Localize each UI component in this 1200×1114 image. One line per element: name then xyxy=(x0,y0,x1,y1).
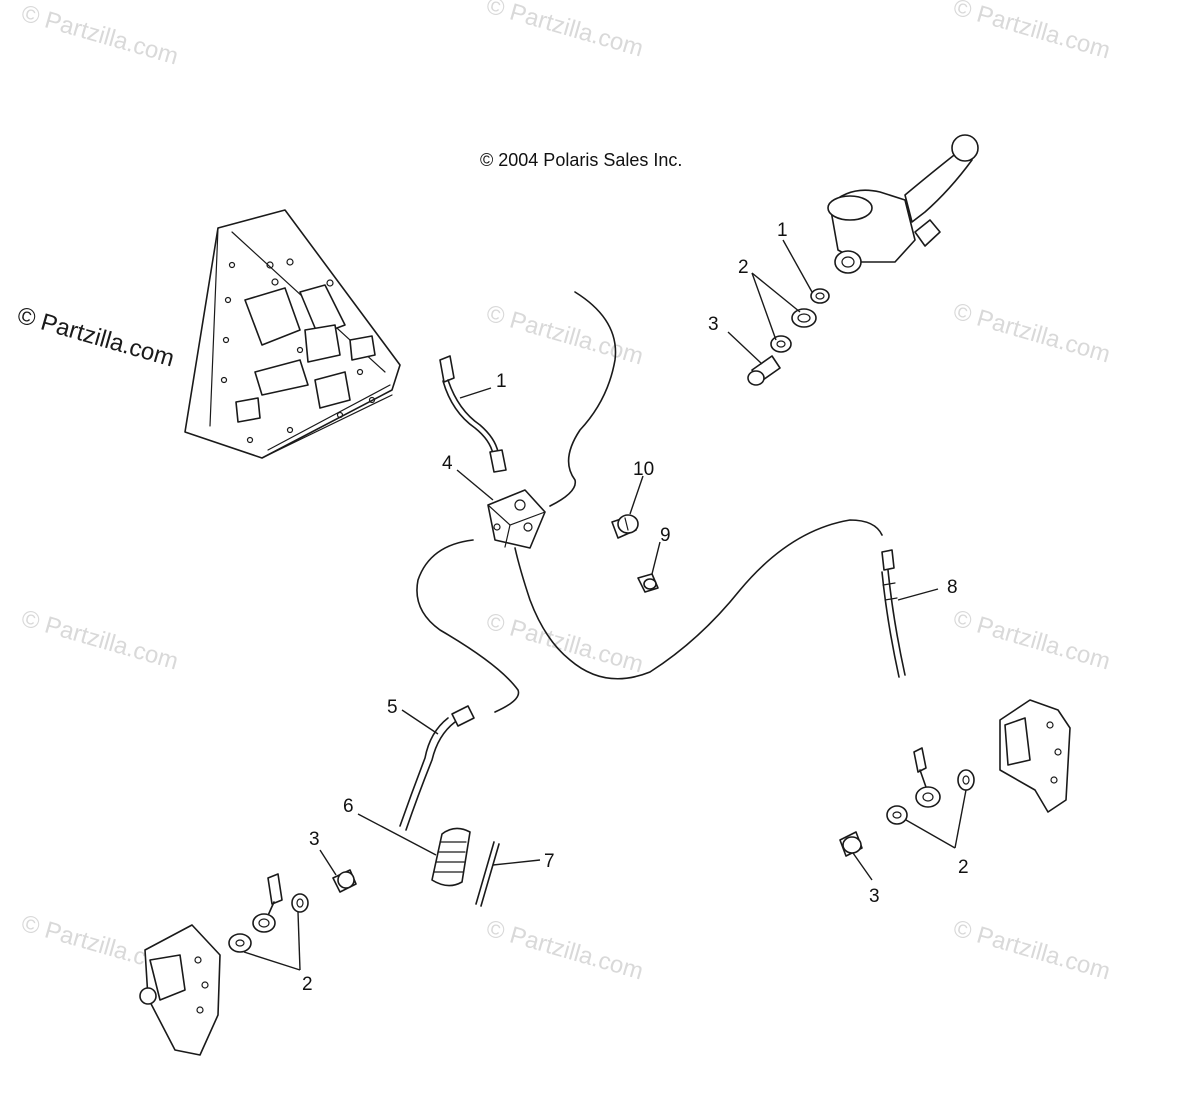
watermark: © Partzilla.com xyxy=(483,0,646,62)
front-hose xyxy=(399,705,475,831)
callout-numbers: 1 2 3 1 4 10 9 8 5 6 7 3 2 2 3 xyxy=(302,220,969,995)
junction-block xyxy=(487,489,546,549)
watermark: © Partzilla.com xyxy=(18,605,181,676)
watermark: © Partzilla.com xyxy=(950,605,1113,676)
watermark-primary: © Partzilla.com xyxy=(14,302,177,373)
callout-master-cyl-3: 3 xyxy=(708,314,719,335)
callout-upper-line-1: 1 xyxy=(496,371,507,392)
frame-bulkhead xyxy=(184,209,401,459)
watermark: © Partzilla.com xyxy=(950,298,1113,369)
brake-hoses xyxy=(416,291,883,713)
watermark: © Partzilla.com xyxy=(483,608,646,679)
rear-hose xyxy=(881,549,906,678)
spring xyxy=(431,827,471,887)
callout-master-cyl-1: 1 xyxy=(777,220,788,241)
callout-bleeder-10: 10 xyxy=(633,459,654,480)
pin xyxy=(475,841,500,907)
callout-hose-8: 8 xyxy=(947,577,958,598)
master-cylinder xyxy=(827,134,979,274)
callout-pin-7: 7 xyxy=(544,851,555,872)
left-caliper xyxy=(139,869,357,1056)
callout-bleeder-9: 9 xyxy=(660,525,671,546)
callout-master-cyl-2: 2 xyxy=(738,257,749,278)
callout-left-caliper-3: 3 xyxy=(309,829,320,850)
callout-left-caliper-2: 2 xyxy=(302,974,313,995)
bleeder-valves xyxy=(611,514,659,593)
upper-brake-line xyxy=(439,355,507,473)
watermarks: © Partzilla.com © Partzilla.com © Partzi… xyxy=(14,0,1113,985)
callout-right-caliper-2: 2 xyxy=(958,857,969,878)
watermark: © Partzilla.com xyxy=(18,0,181,70)
callout-right-caliper-3: 3 xyxy=(869,886,880,907)
master-cylinder-fittings xyxy=(747,288,830,386)
right-caliper xyxy=(839,699,1071,857)
callout-spring-6: 6 xyxy=(343,796,354,817)
callout-hose-5: 5 xyxy=(387,697,398,718)
copyright-text: © 2004 Polaris Sales Inc. xyxy=(480,150,682,170)
callout-junction-4: 4 xyxy=(442,453,453,474)
watermark: © Partzilla.com xyxy=(483,915,646,986)
watermark: © Partzilla.com xyxy=(950,0,1113,64)
watermark: © Partzilla.com xyxy=(483,300,646,371)
leader-lines xyxy=(243,239,967,971)
watermark: © Partzilla.com xyxy=(950,915,1113,986)
